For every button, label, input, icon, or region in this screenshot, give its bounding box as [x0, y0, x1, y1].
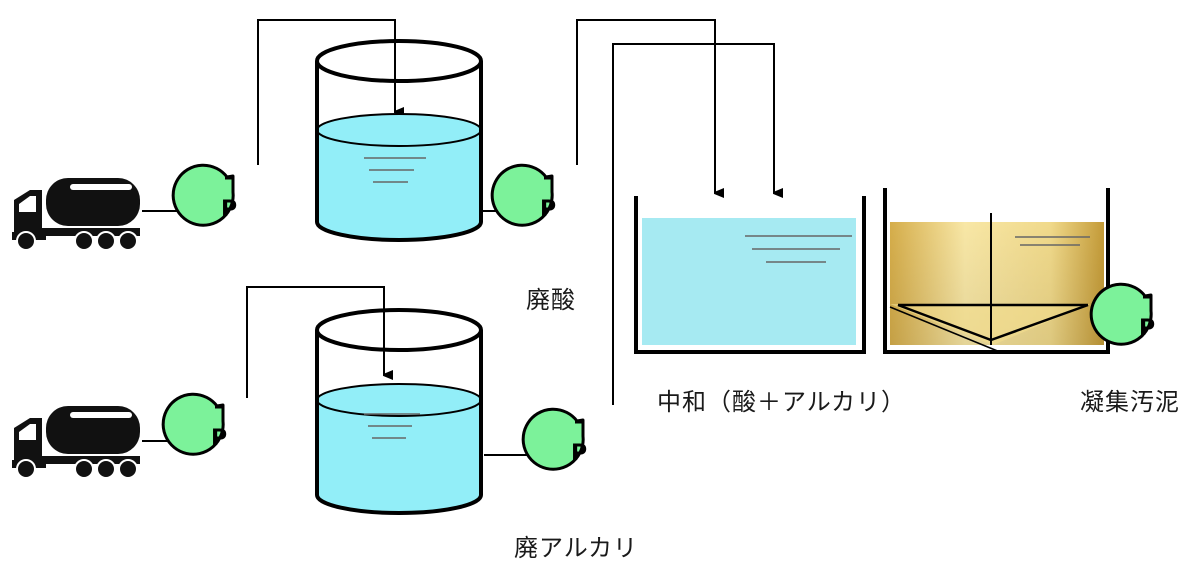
pump-label: P — [1139, 316, 1155, 341]
tanker-truck-icon — [11, 177, 141, 251]
waste-alkali-label: 廃アルカリ — [514, 534, 639, 562]
pump-icon: P — [521, 407, 587, 471]
waste-alkali-tank — [315, 308, 483, 515]
tanker-truck-icon — [11, 405, 141, 479]
pipe-pump3-tank2 — [246, 286, 384, 398]
pipes — [142, 19, 774, 456]
pump-icon: P — [490, 163, 556, 227]
pump-icon: P — [171, 163, 237, 227]
pipe-pump1-tank1 — [257, 19, 395, 165]
pump-label: P — [540, 197, 556, 222]
neutralization-label: 中和（酸＋アルカリ） — [657, 388, 907, 416]
coagulation-sludge-label: 凝集汚泥 — [1080, 388, 1180, 416]
neutralization-tank — [634, 196, 866, 354]
coagulation-tank — [883, 188, 1110, 354]
pipe-pump4-neutralization — [612, 43, 774, 405]
pump-label: P — [221, 197, 237, 222]
pump-icon: P — [1089, 282, 1155, 346]
pump-icon: P — [161, 392, 227, 456]
waste-acid-tank — [315, 39, 483, 242]
pump-label: P — [211, 426, 227, 451]
pump-label: P — [571, 441, 587, 466]
pipe-pump2-neutralization — [576, 19, 715, 193]
waste-acid-label: 廃酸 — [526, 286, 576, 314]
